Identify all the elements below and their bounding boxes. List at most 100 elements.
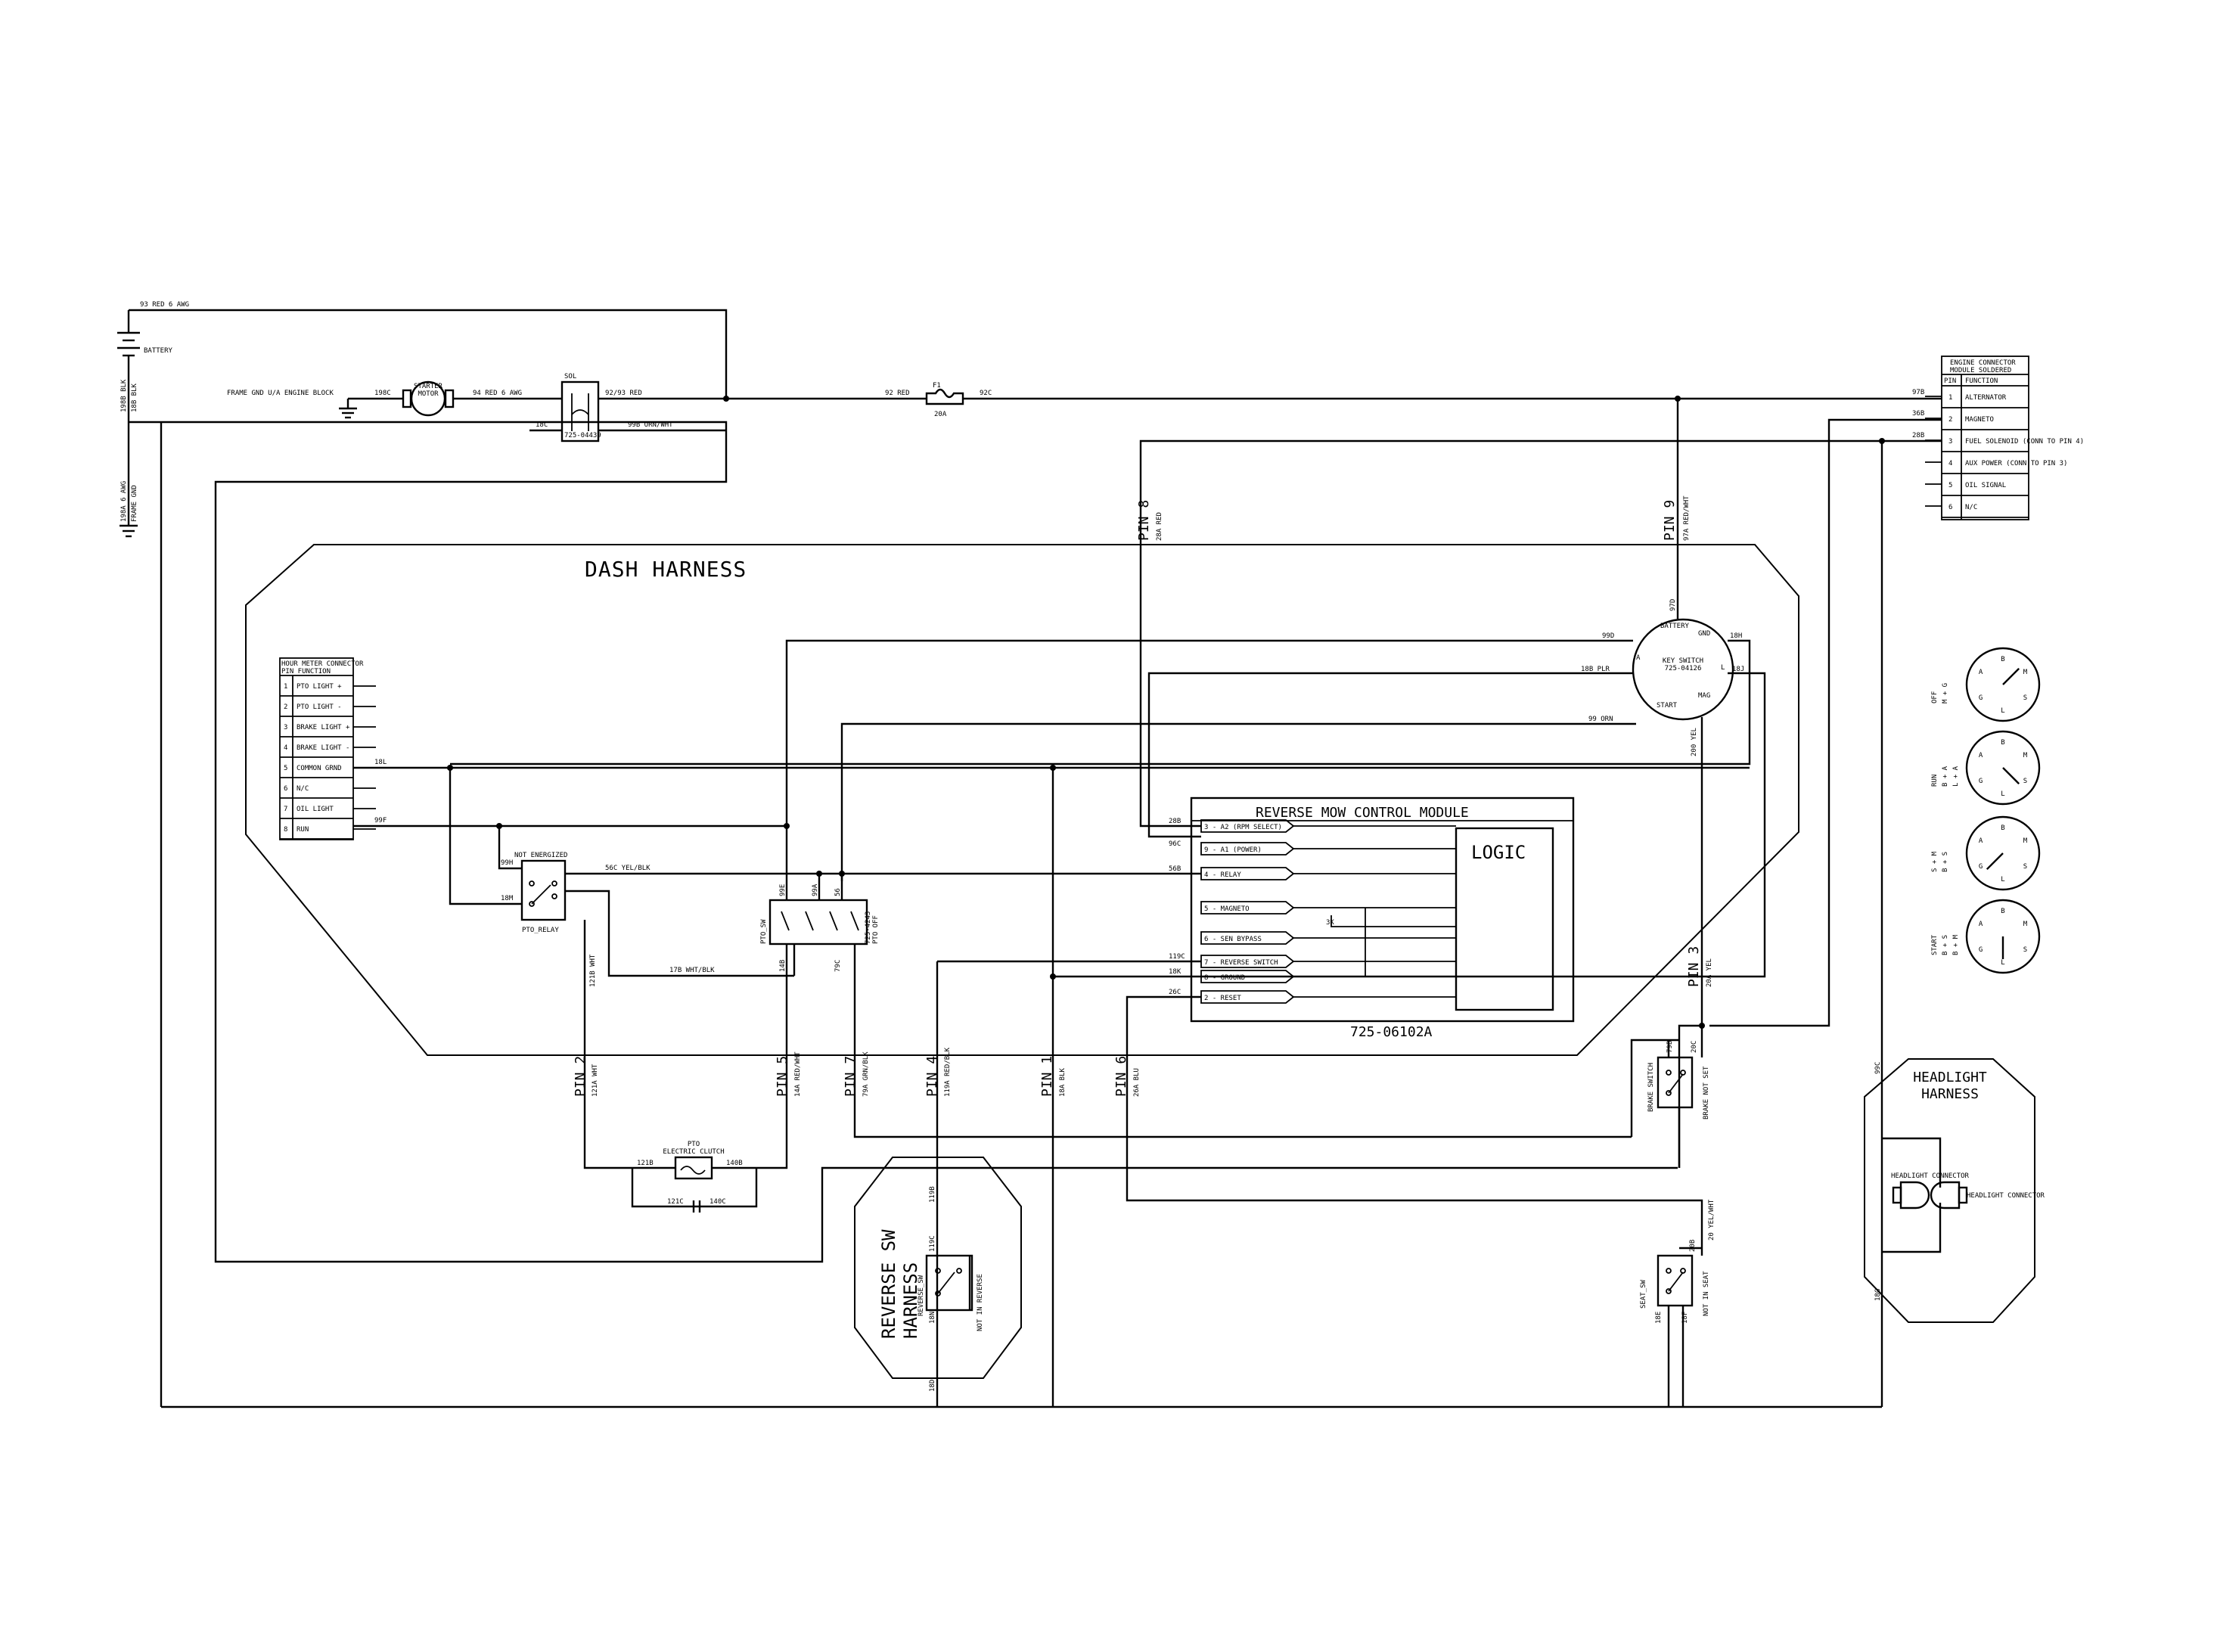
module-title: REVERSE MOW CONTROL MODULE: [1256, 805, 1469, 821]
seat-switch: SEAT_SW NOT IN SEAT 20B 20 YEL/WHT 18E 1…: [1640, 1199, 1716, 1407]
key-position-dial: [1965, 647, 2041, 722]
ks-term-a: A: [1636, 654, 1641, 662]
key-position-dial: [1965, 899, 2041, 974]
key-position-terminal: G: [1979, 778, 1983, 785]
hm-row-function: PTO LIGHT +: [297, 683, 342, 691]
module-pin-terminal: [1200, 990, 1295, 1004]
pin4-label: PIN 4: [924, 1056, 940, 1097]
pin6-label: PIN 6: [1113, 1056, 1129, 1097]
ks-term-mag: MAG: [1698, 692, 1710, 700]
module-pin-terminal: [1200, 931, 1295, 945]
hm-row-pin: 1: [284, 683, 287, 691]
rev-sw-18d: 18D: [929, 1380, 936, 1392]
pin7-label: PIN 7: [843, 1056, 859, 1097]
key-position-terminal: G: [1979, 863, 1983, 871]
hm-row-pin: 2: [284, 703, 287, 711]
left-wire-b: 198A 6 AWG: [120, 481, 128, 522]
module-pin-label: 9 - A1 (POWER): [1204, 846, 1262, 854]
ec-wire-97b: 97B: [1912, 389, 1924, 396]
reverse-sw-harness-label-2: HARNESS: [900, 1262, 921, 1339]
seat-sw-18f: 18F: [1681, 1312, 1689, 1324]
hm-row-function: OIL LIGHT: [297, 806, 334, 813]
headlight-conn-a: HEADLIGHT CONNECTOR: [1891, 1172, 1970, 1180]
pin3-label: PIN 3: [1686, 946, 1702, 987]
pto-switch: PTO_SW PTO OFF 725-4243 99E 99A 56 14B 7…: [760, 827, 1632, 1138]
module-pin-label: 7 - REVERSE SWITCH: [1204, 959, 1278, 967]
module-pin-label: 8 - GROUND: [1204, 974, 1245, 982]
key-position-terminal: G: [1979, 946, 1983, 954]
ks-wire-18b: 18B PLR: [1581, 666, 1610, 673]
pin6-wire: 26A BLU: [1133, 1068, 1141, 1097]
pin5-label: PIN 5: [775, 1056, 790, 1097]
pto-relay-state: NOT ENERGIZED: [514, 852, 567, 859]
hm-wire-99f: 99F: [374, 817, 387, 824]
ks-wire-18h: 18H: [1730, 632, 1742, 640]
rev-sw-119b: 119B: [929, 1186, 936, 1203]
seat-sw-label: SEAT_SW: [1640, 1279, 1647, 1309]
rev-sw-119c: 119C: [929, 1235, 936, 1252]
ec-row-function: AUX POWER (CONN TO PIN 3): [1965, 460, 2067, 467]
ec-row-pin: 4: [1948, 460, 1952, 467]
dash-harness-outline: [245, 544, 1799, 1056]
headlight-harness-label-2: HARNESS: [1921, 1086, 1979, 1102]
key-position-label: B + A: [1942, 765, 1949, 787]
ec-title-2: MODULE SOLDERED: [1950, 367, 2011, 374]
fuse-label: F1: [933, 382, 941, 390]
key-position-terminal: L: [2001, 707, 2004, 715]
hm-row-pin: 5: [284, 765, 287, 772]
pto-relay-17b: 17B WHT/BLK: [669, 967, 715, 974]
brake-switch: BRAKE SWITCH BRAKE NOT SET 79B 20C: [1630, 1026, 1710, 1168]
ks-wire-200: 200 YEL: [1691, 728, 1698, 756]
pin8-label: PIN 8: [1136, 500, 1152, 541]
key-position-label: OFF: [1931, 691, 1939, 703]
ks-term-l: L: [1721, 664, 1725, 672]
hm-row-function: BRAKE LIGHT -: [297, 744, 349, 752]
key-position-terminal: A: [1979, 921, 1983, 928]
key-position-terminal: L: [2001, 790, 2004, 798]
module-pin-wire: 56B: [1169, 865, 1181, 873]
pin5-wire: 14A RED/WHT: [794, 1051, 802, 1097]
pin2-wire: 121A WHT: [592, 1064, 599, 1097]
pto-relay-18m: 18M: [501, 895, 514, 902]
clutch-label-2: ELECTRIC CLUTCH: [663, 1148, 724, 1156]
left-wire-a: 198B BLK: [120, 379, 128, 412]
key-position-terminal: L: [2001, 959, 2004, 967]
module-logic: LOGIC: [1471, 842, 1526, 863]
key-position-label: L + A: [1952, 765, 1960, 787]
reverse-sw-harness-label-1: REVERSE SW: [878, 1229, 899, 1339]
key-position-dial: [1965, 730, 2041, 806]
reverse-sw-harness-outline: [854, 1157, 1022, 1379]
key-position-terminal: G: [1979, 694, 1983, 702]
module-pin-wire: 96C: [1169, 840, 1181, 848]
clutch-label-1: PTO: [688, 1141, 700, 1148]
starter-label-2: MOTOR: [418, 390, 439, 398]
w18c-label: 18C: [536, 421, 548, 429]
pin8-wire: 28A RED: [1156, 512, 1163, 541]
hm-title-1: HOUR METER CONNECTOR: [281, 660, 364, 668]
brake-sw-state: BRAKE NOT SET: [1703, 1066, 1710, 1119]
clutch-121c: 121C: [667, 1198, 684, 1206]
frame-gnd-label: FRAME GND U/A ENGINE BLOCK: [227, 390, 334, 397]
rev-sw-state: NOT IN REVERSE: [977, 1274, 984, 1331]
pto-switch-56: 56: [834, 888, 842, 896]
hm-row-pin: 6: [284, 785, 287, 793]
fuse-rating: 20A: [934, 411, 947, 418]
left-wire-b2: FRAME GND: [131, 485, 138, 522]
starter-solenoid: [560, 380, 600, 442]
w93-label: 93 RED 6 AWG: [140, 301, 189, 309]
pto-relay-56c: 56C YEL/BLK: [605, 865, 651, 872]
pto-relay: NOT ENERGIZED PTO_RELAY 99H 18M 56C YEL/…: [449, 768, 1201, 1169]
seat-sw-20yel: 20 YEL/WHT: [1708, 1199, 1716, 1241]
pin1-label: PIN 1: [1039, 1056, 1055, 1097]
module-pin-wire: 18K: [1169, 968, 1181, 976]
solenoid-part: 725-04439: [564, 432, 601, 439]
wiring-top: 93 RED 6 AWG BATTERY 198B BLK 18B BLK 19…: [117, 301, 1942, 1407]
seat-sw-18e: 18E: [1655, 1312, 1663, 1324]
headlight-assembly: 99C 18G HEADLIGHT CONNECTOR HEADLIGHT CO…: [1874, 1062, 2045, 1301]
ec-row-function: FUEL SOLENOID (CONN TO PIN 4): [1965, 438, 2084, 446]
key-position-label: RUN: [1931, 775, 1939, 787]
ks-term-gnd: GND: [1698, 630, 1710, 638]
seat-sw-state: NOT IN SEAT: [1703, 1271, 1710, 1316]
key-position-terminal: A: [1979, 669, 1983, 676]
